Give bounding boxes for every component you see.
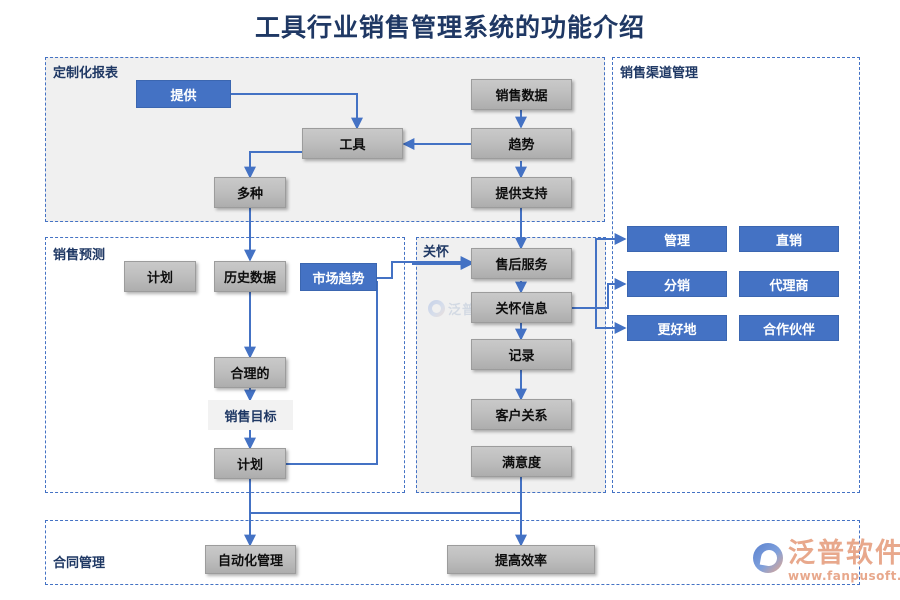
node-gongju[interactable]: 工具 bbox=[302, 128, 403, 159]
brand-url: www.fanpusoft.com bbox=[788, 569, 900, 583]
node-gongying[interactable]: 提供 bbox=[136, 80, 231, 108]
group-sales-forecast bbox=[45, 237, 405, 493]
node-guanhuaixinxi[interactable]: 关怀信息 bbox=[471, 292, 572, 323]
group-label-care: 关怀 bbox=[423, 245, 450, 260]
node-shouhoufuwu[interactable]: 售后服务 bbox=[471, 248, 572, 279]
node-xiaoshoumubiao[interactable]: 销售目标 bbox=[208, 400, 293, 430]
group-label-custom-report: 定制化报表 bbox=[53, 66, 119, 81]
node-manyidu[interactable]: 满意度 bbox=[471, 446, 572, 477]
group-label-sales-forecast: 销售预测 bbox=[53, 248, 106, 263]
page-title: 工具行业销售管理系统的功能介绍 bbox=[254, 13, 645, 42]
node-tigaoxiaolv[interactable]: 提高效率 bbox=[447, 545, 595, 574]
node-kehuguanxi[interactable]: 客户关系 bbox=[471, 399, 572, 430]
node-genghaode[interactable]: 更好地 bbox=[627, 315, 727, 341]
node-jihua-top[interactable]: 计划 bbox=[124, 261, 196, 292]
node-duozhong[interactable]: 多种 bbox=[214, 177, 286, 208]
node-hezuohuoban[interactable]: 合作伙伴 bbox=[739, 315, 839, 341]
group-label-contract-mgmt: 合同管理 bbox=[53, 556, 106, 571]
node-lishishuju[interactable]: 历史数据 bbox=[214, 261, 286, 292]
node-jihua-bottom[interactable]: 计划 bbox=[214, 448, 286, 479]
group-label-channel-mgmt: 销售渠道管理 bbox=[620, 66, 699, 81]
brand-mark-icon bbox=[753, 543, 783, 573]
node-heliide[interactable]: 合理的 bbox=[214, 357, 286, 388]
node-zhixiao[interactable]: 直销 bbox=[739, 226, 839, 252]
node-jilu[interactable]: 记录 bbox=[471, 339, 572, 370]
node-gongyingzhichi[interactable]: 提供支持 bbox=[471, 177, 572, 208]
brand-words: 泛普软件 www.fanpusoft.com bbox=[788, 540, 900, 582]
node-xiaoshoushuju[interactable]: 销售数据 bbox=[471, 79, 572, 110]
node-zidonghua[interactable]: 自动化管理 bbox=[205, 545, 296, 574]
node-guanli[interactable]: 管理 bbox=[627, 226, 727, 252]
node-shichangqushi[interactable]: 市场趋势 bbox=[300, 263, 377, 291]
group-contract-mgmt bbox=[45, 520, 860, 585]
node-fenxiao[interactable]: 分销 bbox=[627, 271, 727, 297]
node-dailishang[interactable]: 代理商 bbox=[739, 271, 839, 297]
brand-logo: 泛普软件 www.fanpusoft.com bbox=[753, 540, 900, 582]
brand-name: 泛普软件 bbox=[788, 538, 900, 569]
node-qushi[interactable]: 趋势 bbox=[471, 128, 572, 159]
